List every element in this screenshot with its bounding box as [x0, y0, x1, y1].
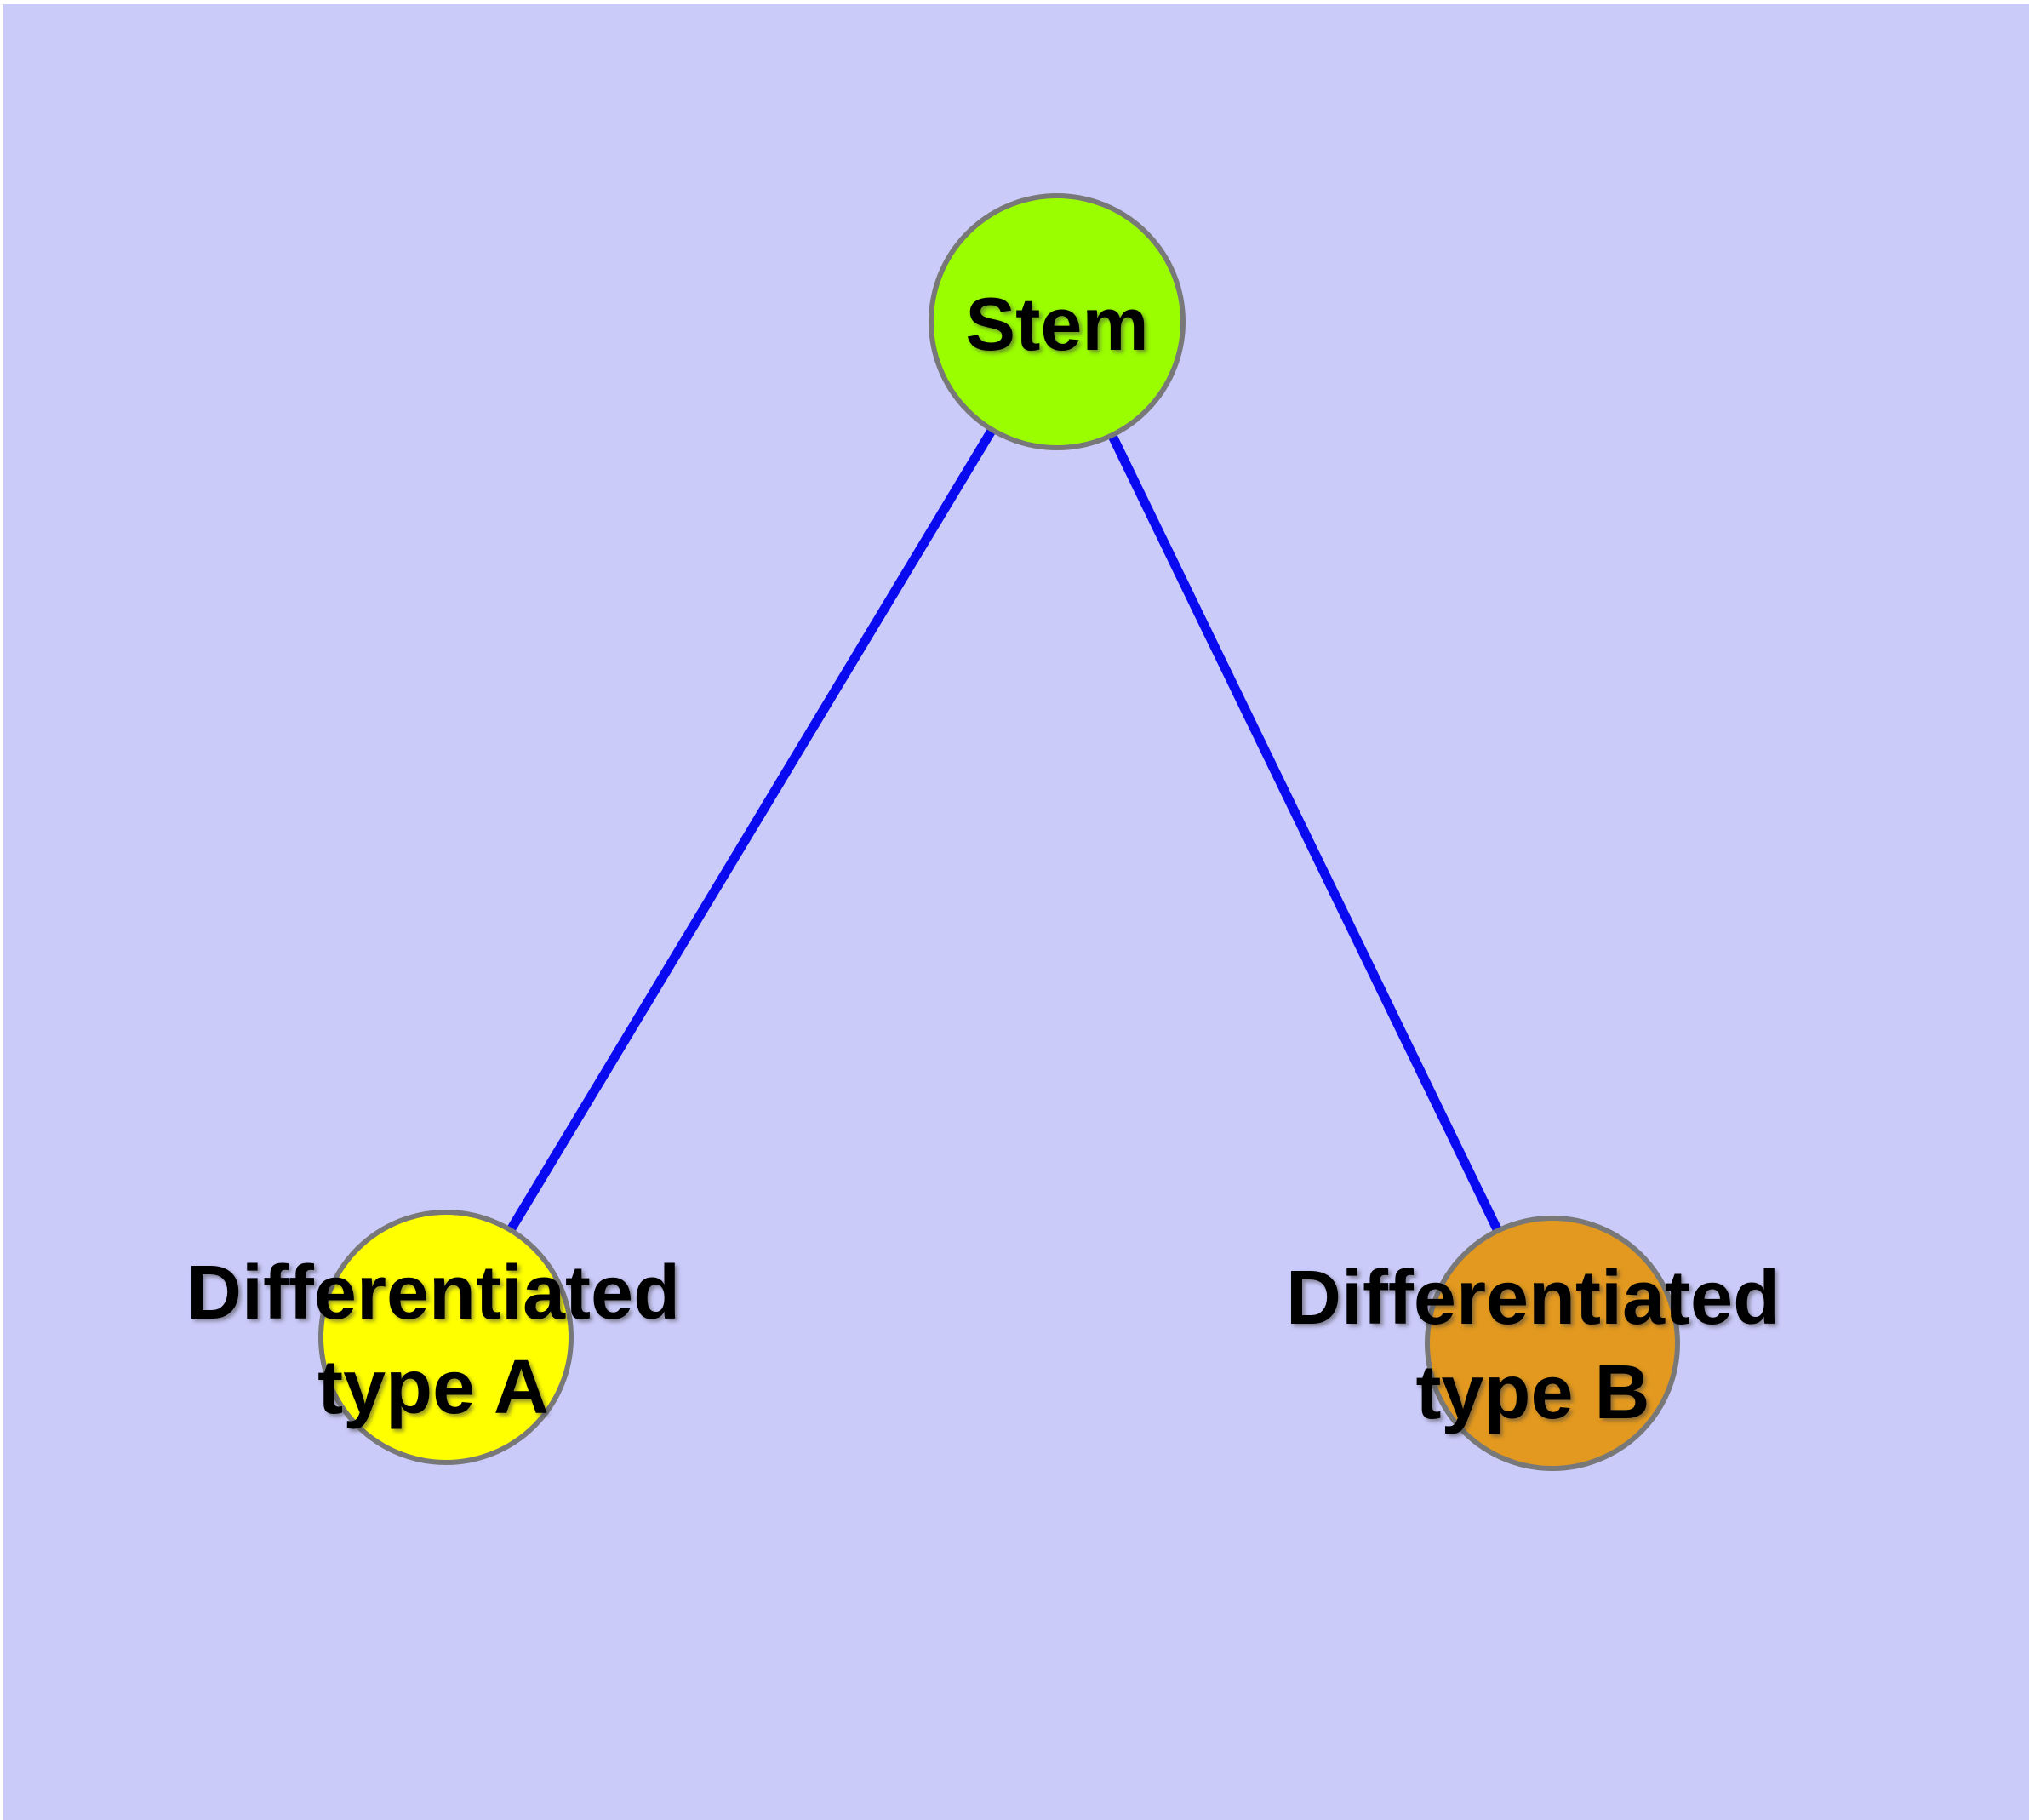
label-line-2: type A — [317, 1345, 549, 1430]
edges-layer — [442, 319, 1557, 1346]
differentiated-type-b-node — [1425, 1216, 1680, 1471]
label-line-2: type B — [1415, 1350, 1650, 1435]
label-line-1: Differentiated — [1285, 1256, 1780, 1341]
differentiated-type-a-node — [318, 1210, 574, 1465]
label-line-1: Differentiated — [186, 1251, 681, 1336]
stem-node-label: Stem — [965, 282, 1149, 366]
stem-node — [929, 193, 1186, 450]
graph-canvas: Stem Differentiated type A Differentiate… — [3, 4, 2029, 1820]
edge-stem-to-type-a — [442, 319, 1061, 1340]
differentiated-type-a-node-label: Differentiated type A — [186, 1246, 680, 1435]
edge-stem-to-type-b — [1053, 319, 1557, 1346]
differentiated-type-b-node-label: Differentiated type B — [1286, 1251, 1780, 1440]
